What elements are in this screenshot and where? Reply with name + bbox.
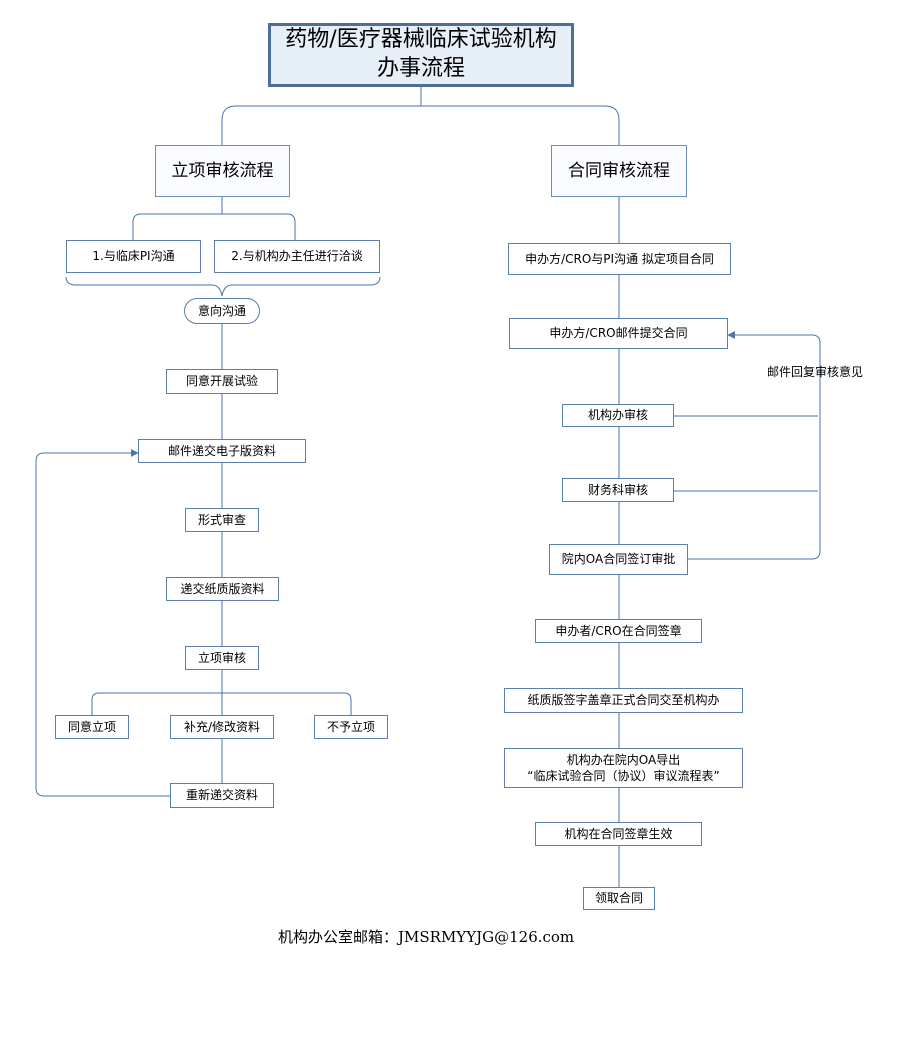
finance-review: 财务科审核 bbox=[562, 478, 674, 502]
title-line-2: 办事流程 bbox=[376, 56, 465, 81]
office-review: 机构办审核 bbox=[562, 404, 674, 427]
step-pi-communication: 1.与临床PI沟通 bbox=[66, 240, 201, 273]
approve-project: 同意立项 bbox=[55, 715, 129, 739]
institution-seal: 机构在合同签章生效 bbox=[535, 822, 702, 846]
intent-communication: 意向沟通 bbox=[184, 298, 260, 324]
contract-review-header: 合同审核流程 bbox=[551, 145, 687, 197]
page-title: 药物/医疗器械临床试验机构 办事流程 bbox=[268, 23, 574, 87]
agree-trial: 同意开展试验 bbox=[166, 369, 278, 394]
email-electronic-docs: 邮件递交电子版资料 bbox=[138, 439, 306, 463]
email-contract: 申办方/CRO邮件提交合同 bbox=[509, 318, 728, 349]
project-review-header: 立项审核流程 bbox=[155, 145, 290, 197]
feedback-label: 邮件回复审核意见 bbox=[767, 365, 864, 379]
oa-export-line-2: “临床试验合同（协议）审议流程表” bbox=[527, 769, 720, 783]
supplement-docs: 补充/修改资料 bbox=[170, 715, 274, 739]
paper-docs: 递交纸质版资料 bbox=[166, 577, 279, 601]
project-review: 立项审核 bbox=[185, 646, 259, 670]
resubmit-docs: 重新递交资料 bbox=[170, 783, 274, 808]
paper-contract-submit: 纸质版签字盖章正式合同交至机构办 bbox=[504, 688, 743, 713]
oa-approval: 院内OA合同签订审批 bbox=[549, 544, 688, 575]
step-director-talk: 2.与机构办主任进行洽谈 bbox=[214, 240, 380, 273]
sponsor-seal: 申办者/CRO在合同签章 bbox=[535, 619, 702, 643]
oa-export: 机构办在院内OA导出 “临床试验合同（协议）审议流程表” bbox=[504, 748, 743, 788]
draft-contract: 申办方/CRO与PI沟通 拟定项目合同 bbox=[508, 243, 731, 275]
collect-contract: 领取合同 bbox=[583, 887, 655, 910]
oa-export-line-1: 机构办在院内OA导出 bbox=[566, 752, 681, 767]
office-email: 机构办公室邮箱：JMSRMYYJG@126.com bbox=[278, 928, 575, 946]
title-line-1: 药物/医疗器械临床试验机构 bbox=[285, 27, 557, 53]
formal-review: 形式审查 bbox=[185, 508, 259, 532]
reject-project: 不予立项 bbox=[314, 715, 388, 739]
